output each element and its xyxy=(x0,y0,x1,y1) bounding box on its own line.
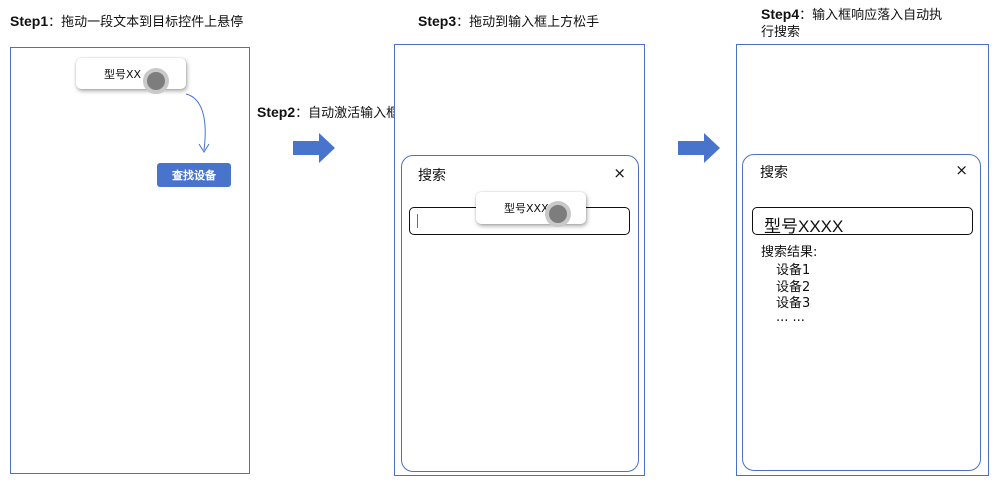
step1-title: Step1：拖动一段文本到目标控件上悬停 xyxy=(10,13,243,31)
step2-label: Step2 xyxy=(257,104,296,120)
search-panel-step4: 搜索 × 型号XXXX 搜索结果: 设备1 设备2 设备3 ... ... xyxy=(742,154,981,471)
search-panel-title: 搜索 xyxy=(418,168,446,184)
step3-title: Step3：拖动到输入框上方松手 xyxy=(418,13,599,31)
step2-title: Step2：自动激活输入框 xyxy=(257,104,399,122)
step1-text: ：拖动一段文本到目标控件上悬停 xyxy=(48,15,244,30)
search-input-step4[interactable]: 型号XXXX xyxy=(752,207,973,236)
search-input-value: 型号XXXX xyxy=(764,217,844,236)
find-device-button[interactable]: 查找设备 xyxy=(157,163,231,187)
dragged-text-label: 型号XX xyxy=(104,67,142,81)
step4-text: ：输入框响应落入自动执 xyxy=(799,8,943,23)
step3-label: Step3 xyxy=(418,13,457,29)
right-arrow-icon-2 xyxy=(678,133,720,163)
step4-label: Step4 xyxy=(761,6,800,22)
step4-title: Step4：输入框响应落入自动执 行搜索 xyxy=(761,6,942,41)
text-cursor xyxy=(417,214,418,228)
touch-point-icon-step3 xyxy=(545,201,571,227)
close-icon-step4[interactable]: × xyxy=(955,161,968,179)
result-item-1[interactable]: 设备1 xyxy=(776,263,811,278)
step2-text: ：自动激活输入框 xyxy=(295,106,400,121)
dragged-text-chip[interactable]: 型号XX xyxy=(76,58,186,89)
search-results-title: 搜索结果: xyxy=(761,245,818,260)
result-item-2[interactable]: 设备2 xyxy=(776,280,811,295)
right-arrow-icon xyxy=(293,133,335,163)
result-ellipsis: ... ... xyxy=(776,310,805,325)
close-icon[interactable]: × xyxy=(613,164,626,182)
step4-text-line2: 行搜索 xyxy=(761,25,801,40)
dragged-text-label-step3: 型号XXX xyxy=(504,202,549,215)
phone-frame-step1 xyxy=(10,47,250,474)
search-panel-title-step4: 搜索 xyxy=(760,165,788,181)
drag-path-arrow xyxy=(185,93,210,153)
result-item-3[interactable]: 设备3 xyxy=(776,296,811,311)
touch-point-icon xyxy=(143,68,169,94)
find-device-label: 查找设备 xyxy=(172,169,216,182)
step3-text: ：拖动到输入框上方松手 xyxy=(456,15,600,30)
step1-label: Step1 xyxy=(10,13,49,29)
